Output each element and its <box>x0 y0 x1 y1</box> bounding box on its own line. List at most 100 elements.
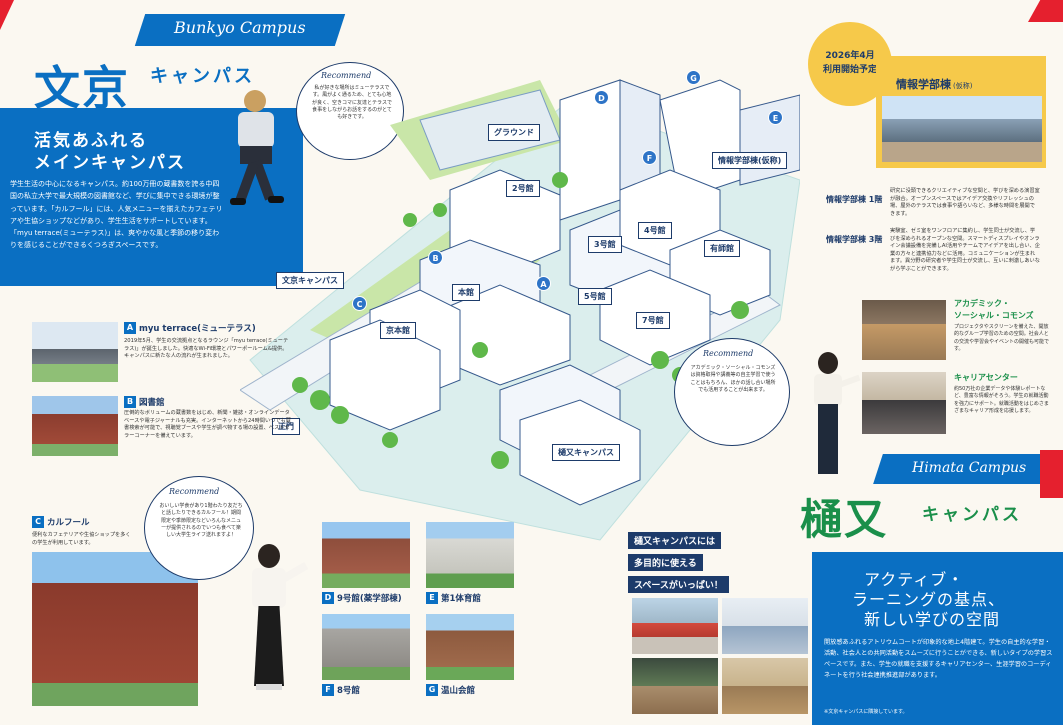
facility-a-name: myu terrace(ミューテラス) <box>139 324 256 334</box>
facility-a-text: 2019年5月、学生の交流拠点となるラウンジ「myu terrace(ミューテラ… <box>124 338 289 360</box>
facility-b-name: 図書館 <box>139 398 165 408</box>
facility-f-photo <box>322 614 410 680</box>
career-photo <box>862 372 946 434</box>
facility-f-caption: F 8号館 <box>322 684 360 696</box>
facility-a-photo <box>32 322 118 382</box>
open-date-sub: 利用開始予定 <box>822 65 877 75</box>
map-label-joho: 情報学部棟(仮称) <box>712 152 788 169</box>
map-label-b3: 3号館 <box>588 236 622 253</box>
himata-photo-3 <box>632 658 718 714</box>
facility-e-name: 第1体育館 <box>441 594 481 604</box>
himata-title-big: 樋又 <box>800 495 889 544</box>
recommend-3-text: おいしい学食があり1階わたり友だちと話したりできるカルフール！期間限定や季節限定… <box>159 503 243 538</box>
map-label-b2: 2号館 <box>506 180 540 197</box>
himata-banner: 樋又キャンパスには 多目的に使える スペースがいっぱい！ <box>628 532 756 596</box>
map-label-seimon: 正門 <box>272 418 300 435</box>
commons-text: プロジェクタやスクリーンを備えた、開放的なグループ学習のための空間。社会人との交… <box>954 324 1050 352</box>
student-figure-2 <box>236 544 309 694</box>
himata-heading-3: 新しい学びの空間 <box>864 610 1001 629</box>
recommend-bubble-2: Recommend アカデミック・ソーシャル・コモンズは資格取得や講義等の自主学… <box>674 338 790 446</box>
floor1-text: 研究に没頭できるクリエイティブな空間と、学びを深める演習室が融合。オープンスペー… <box>890 188 1040 217</box>
himata-note: ※文京キャンパスに隣接しています。 <box>824 709 908 715</box>
recommend-1-title: Recommend <box>321 71 372 80</box>
map-marker-g[interactable]: G <box>686 70 701 85</box>
commons-name-1: アカデミック・ <box>954 299 1010 308</box>
recommend-1-text: 私が好きな場所はミューテラスです。風がよく通るため、とても心地が良く、空きコマに… <box>312 85 392 120</box>
map-marker-d[interactable]: D <box>594 90 609 105</box>
himata-photo-2 <box>722 598 808 654</box>
facility-c-photo <box>32 552 198 706</box>
himata-text-block: アクティブ・ ラーニングの基点、 新しい学びの空間 開放感あふれるアトリウムコー… <box>812 552 1063 725</box>
facility-c-name: カルフール <box>47 518 90 528</box>
recommend-bubble-1: Recommend 私が好きな場所はミューテラスです。風がよく通るため、とても心… <box>296 62 404 160</box>
floor3-label: 情報学部棟 3階 <box>826 235 883 244</box>
facility-d-photo <box>322 522 410 588</box>
new-building-photo <box>882 96 1042 162</box>
facility-g-photo <box>426 614 514 680</box>
map-label-bunkyo-campus: 文京キャンパス <box>276 272 344 289</box>
bunkyo-script-title: Bunkyo Campus <box>174 18 306 37</box>
recommend-3-title: Recommend <box>169 487 220 496</box>
commons-photo <box>862 300 946 360</box>
facility-c-badge: C <box>32 516 44 528</box>
himata-heading-2: ラーニングの基点、 <box>852 590 1006 609</box>
himata-title-small: キャンパス <box>922 505 1022 525</box>
commons-name-2: ソーシャル・コモンズ <box>954 311 1034 320</box>
bunkyo-title-small: キャンパス <box>150 66 255 87</box>
map-trees <box>292 172 749 469</box>
facility-b-badge: B <box>124 396 136 408</box>
map-label-b4: 4号館 <box>638 222 672 239</box>
facility-c-text: 便利なカフェテリアや生協ショップを多くの学生が利用しています。 <box>32 532 131 546</box>
map-label-honkan: 本館 <box>452 284 480 301</box>
new-building-name: 情報学部棟 <box>896 78 951 91</box>
top-left-red-corner <box>0 0 14 30</box>
bunkyo-title-big: 文京 <box>34 61 130 115</box>
new-building-name-note: (仮称) <box>953 82 973 90</box>
himata-heading-1: アクティブ・ <box>864 570 965 589</box>
career-name: キャリアセンター <box>954 373 1018 382</box>
facility-g-name: 温山会館 <box>441 686 476 696</box>
facility-e-caption: E 第1体育館 <box>426 592 481 604</box>
facility-a-caption: A myu terrace(ミューテラス) <box>124 322 256 334</box>
facility-e-badge: E <box>426 592 438 604</box>
himata-banner-3: スペースがいっぱい！ <box>628 576 729 593</box>
map-label-yubikan: 有師館 <box>704 240 740 257</box>
map-marker-e[interactable]: E <box>768 110 783 125</box>
himata-photo-4 <box>722 658 808 714</box>
student-figure-3 <box>806 352 861 478</box>
facility-b-photo <box>32 396 118 456</box>
career-text: 約50万社の企業データや体験レポートなど、豊富な情報がそろう。学生の就職活動を強… <box>954 386 1049 414</box>
facility-b-caption: B 図書館 <box>124 396 165 408</box>
map-label-b7: 7号館 <box>636 312 670 329</box>
facility-d-caption: D 9号館(薬学部棟) <box>322 592 402 604</box>
floor1-label: 情報学部棟 1階 <box>826 195 883 204</box>
map-marker-a[interactable]: A <box>536 276 551 291</box>
himata-body: 開放感あふれるアトリウムコートが印象的な地上4階建て。学生の自主的な学習・活動、… <box>824 639 1053 679</box>
bunkyo-body: 学生生活の中心になるキャンパス。約100万冊の蔵書数を誇る中四国の私立大学で最大… <box>10 180 223 250</box>
facility-g-caption: G 温山会館 <box>426 684 475 696</box>
facility-d-badge: D <box>322 592 334 604</box>
map-marker-f[interactable]: F <box>642 150 657 165</box>
facility-f-name: 8号館 <box>337 686 360 696</box>
recommend-2-title: Recommend <box>703 349 754 358</box>
map-label-ground: グラウンド <box>488 124 540 141</box>
bunkyo-intro-block: 活気あふれる メインキャンパス 学生生活の中心になるキャンパス。約100万冊の蔵… <box>0 108 303 286</box>
top-right-red-corner <box>1028 0 1063 22</box>
himata-banner-2: 多目的に使える <box>628 554 703 571</box>
himata-banner-1: 樋又キャンパスには <box>628 532 722 549</box>
new-building-name-row: 情報学部棟 (仮称) <box>896 76 972 92</box>
facility-e-photo <box>426 522 514 588</box>
bunkyo-heading-2: メインキャンパス <box>34 153 186 173</box>
map-marker-c[interactable]: C <box>352 296 367 311</box>
recommend-bubble-3: Recommend おいしい学食があり1階わたり友だちと話したりできるカルフール… <box>144 476 254 580</box>
facility-c-caption: C カルフール <box>32 516 90 528</box>
map-label-b5: 5号館 <box>578 288 612 305</box>
himata-script-title: Himata Campus <box>912 460 1027 476</box>
open-date: 2026年4月 <box>825 51 875 61</box>
student-figure-1 <box>228 90 298 210</box>
recommend-2-text: アカデミック・ソーシャル・コモンズは資格取得や講義等の自主学習で使うことはもちろ… <box>690 365 776 393</box>
campus-map <box>240 79 800 541</box>
map-marker-b[interactable]: B <box>428 250 443 265</box>
right-red-accent <box>1040 450 1063 498</box>
facility-f-badge: F <box>322 684 334 696</box>
